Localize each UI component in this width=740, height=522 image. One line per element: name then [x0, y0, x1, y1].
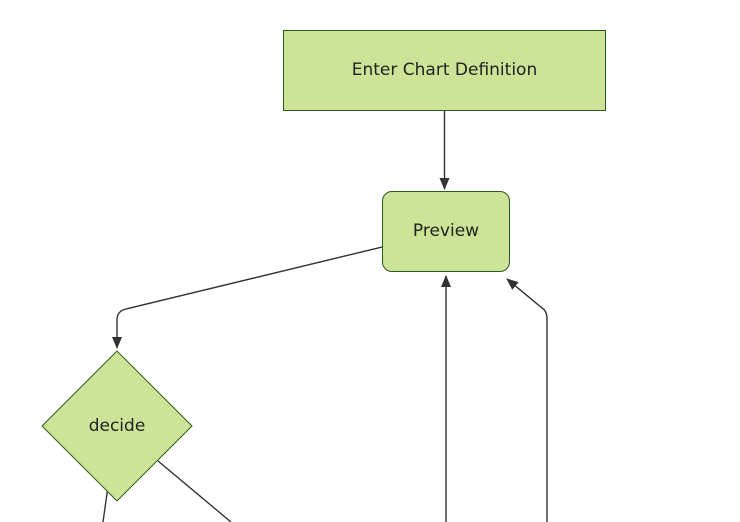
node-enter-chart-definition: Enter Chart Definition	[283, 30, 606, 111]
node-decide: decide	[41, 350, 193, 502]
node-label: Enter Chart Definition	[351, 60, 538, 81]
node-preview: Preview	[382, 191, 510, 272]
edge-bottomright-to-preview	[506, 278, 548, 522]
edge-preview-to-decide	[112, 246, 383, 349]
node-label: Preview	[412, 221, 480, 242]
node-label: decide	[88, 416, 146, 436]
